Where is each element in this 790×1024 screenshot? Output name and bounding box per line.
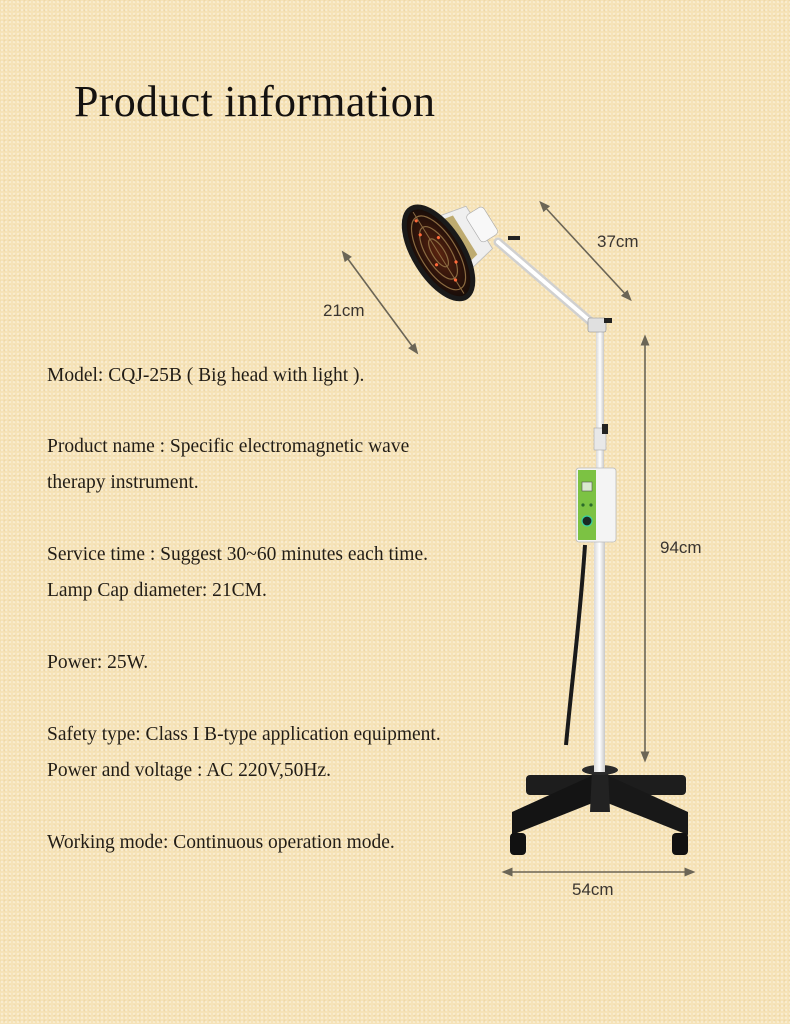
spec-safety: Safety type: Class I B-type application … — [47, 724, 441, 745]
spec-lamp-cap: Lamp Cap diameter: 21CM. — [47, 580, 267, 601]
lamp-head-icon — [401, 204, 498, 302]
dimension-base-width: 54cm — [572, 880, 614, 899]
spec-working-mode: Working mode: Continuous operation mode. — [47, 832, 395, 853]
page-title: Product information — [74, 77, 436, 126]
lower-pole — [594, 540, 605, 772]
dimension-head-diameter: 21cm — [323, 301, 365, 320]
spec-power: Power: 25W. — [47, 652, 149, 673]
dimension-arm-length: 37cm — [597, 232, 639, 251]
control-panel-icon — [575, 467, 617, 543]
dimension-height: 94cm — [660, 538, 702, 557]
spec-product-name-cont: therapy instrument. — [47, 472, 199, 493]
base-icon — [510, 765, 688, 855]
power-cord — [564, 544, 587, 746]
spec-voltage: Power and voltage : AC 220V,50Hz. — [47, 760, 331, 781]
spec-model: Model: CQJ-25B ( Big head with light ). — [47, 365, 365, 386]
dimension-line-head — [341, 250, 419, 355]
upper-pole — [596, 330, 604, 470]
dimension-line-arm — [539, 200, 632, 302]
spec-service-time: Service time : Suggest 30~60 minutes eac… — [47, 544, 428, 565]
spec-product-name: Product name : Specific electromagnetic … — [47, 436, 410, 457]
